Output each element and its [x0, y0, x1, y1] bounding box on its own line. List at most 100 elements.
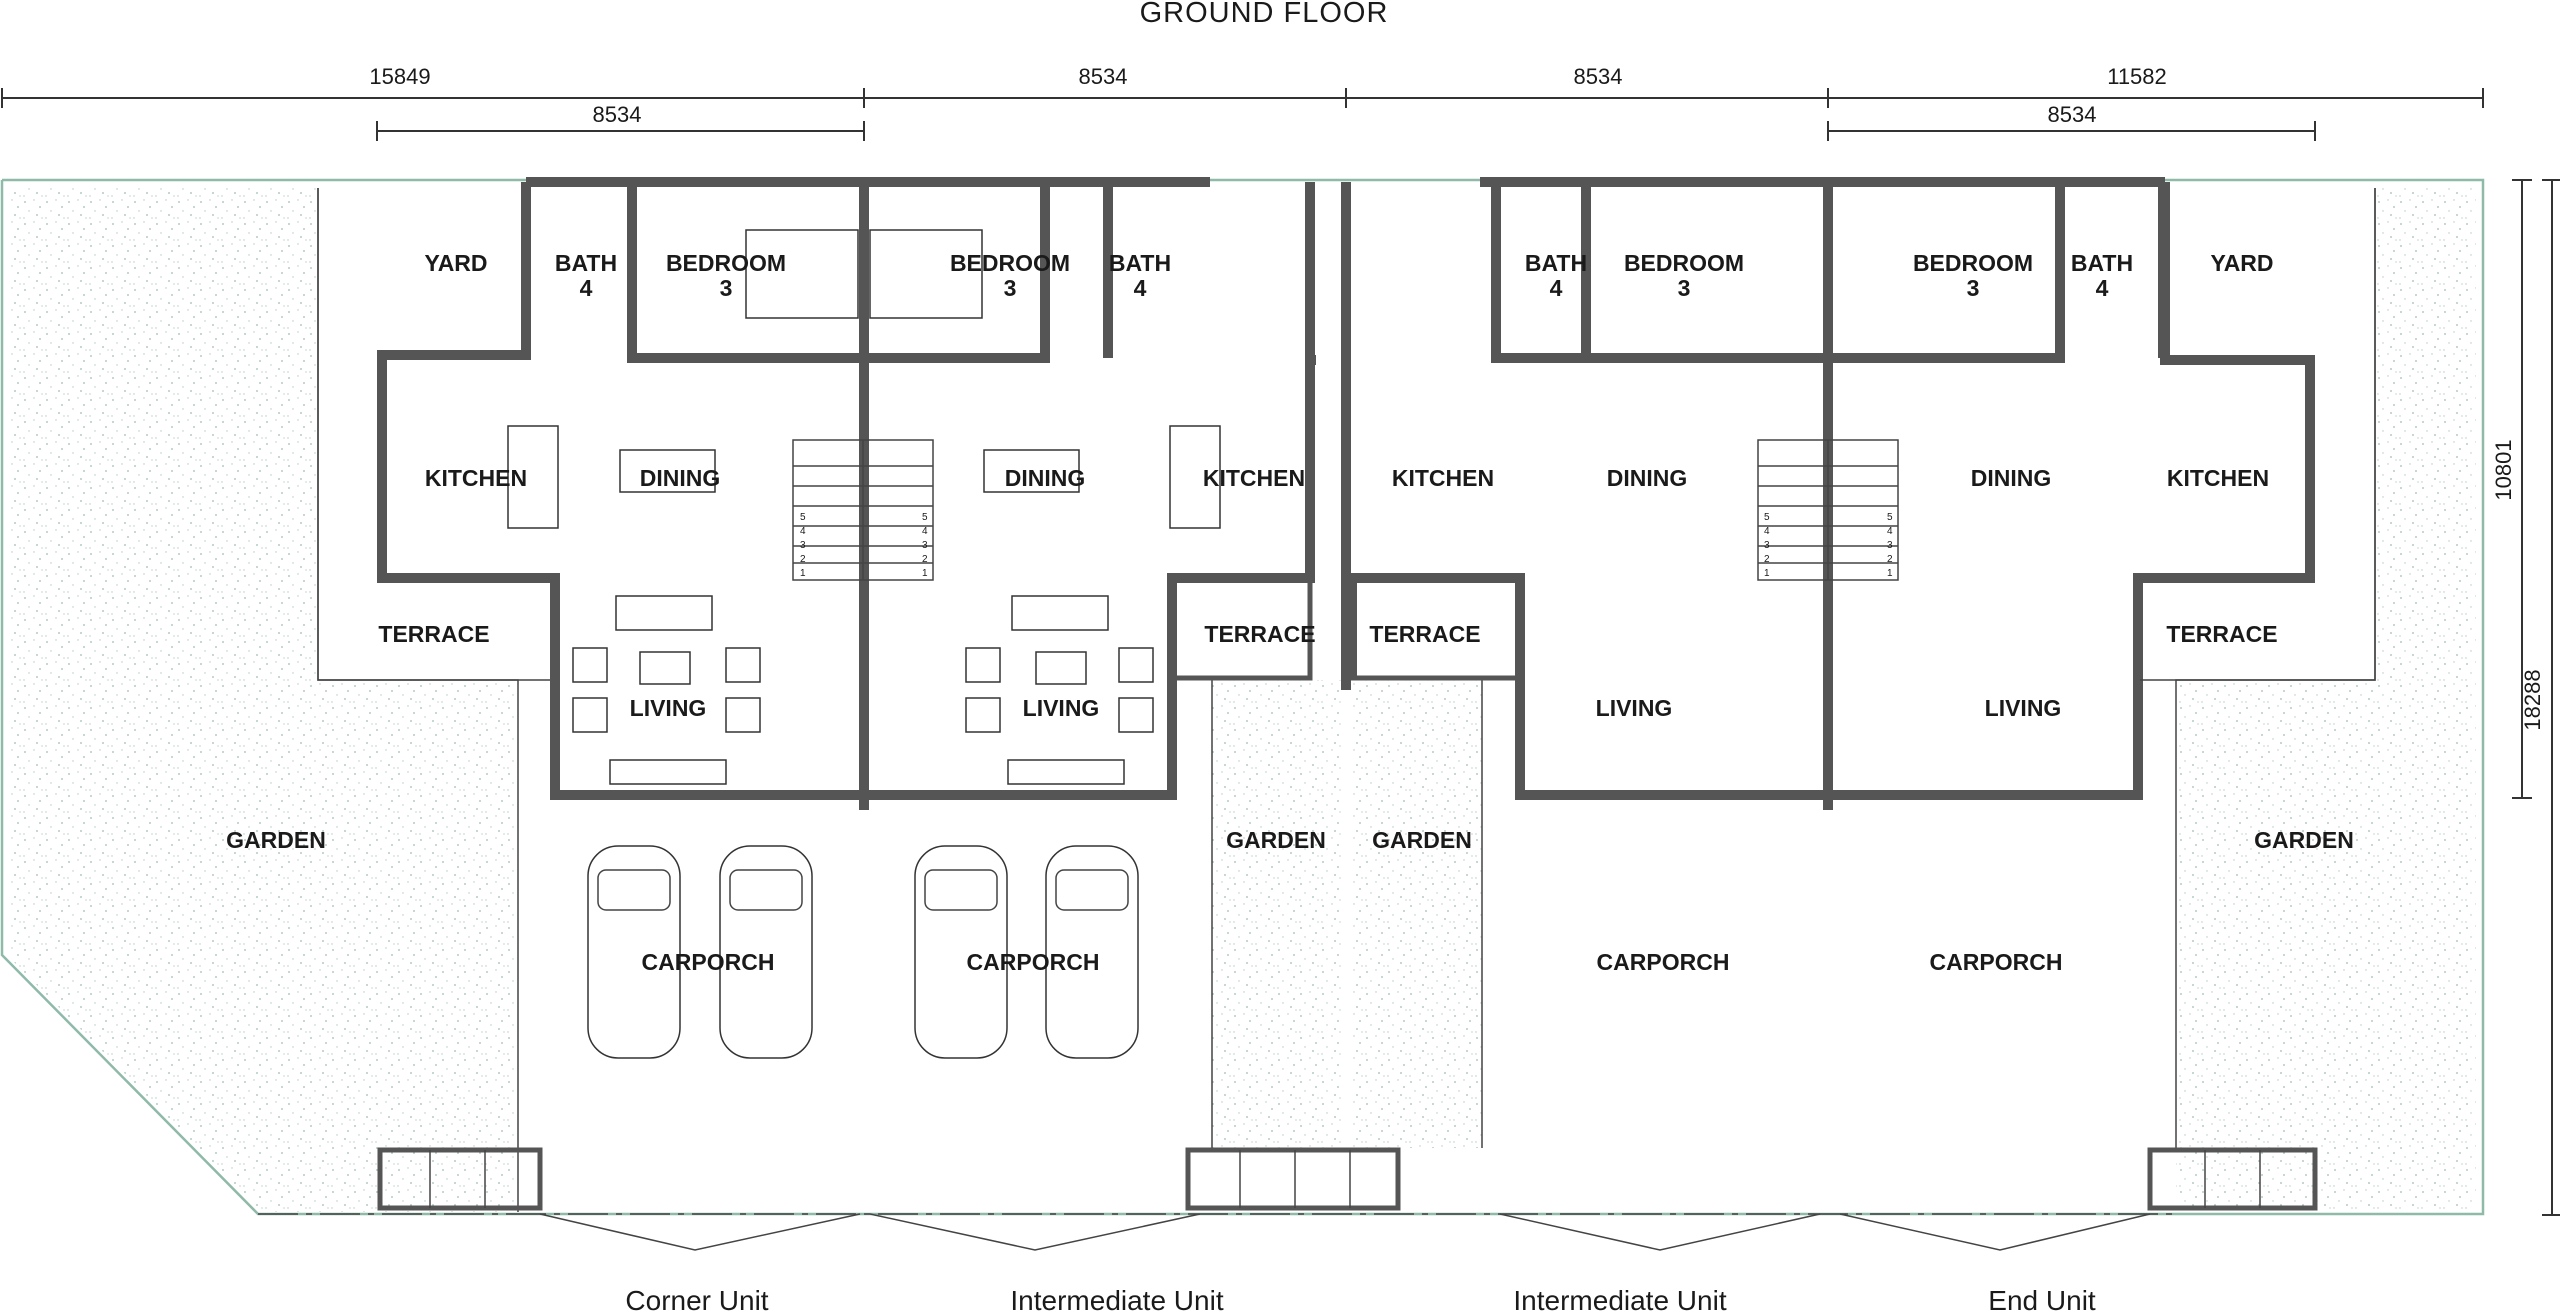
step-number: 3 [922, 540, 928, 551]
room-label-bath: BATH [1109, 250, 1171, 276]
room-label-garden: GARDEN [2254, 827, 2354, 853]
room-label-bedroom: BEDROOM [1913, 250, 2033, 276]
step-number: 2 [922, 554, 928, 565]
coffee-table [639, 651, 691, 685]
furniture [507, 229, 1221, 785]
step-number: 2 [1887, 554, 1893, 565]
room-label-bath: BATH [555, 250, 617, 276]
room-label-bedroom-number: 3 [720, 275, 733, 301]
sofa [1011, 595, 1109, 631]
room-label-living: LIVING [1023, 695, 1100, 721]
corner-yard-outline [317, 188, 550, 681]
room-label-terrace: TERRACE [378, 621, 489, 647]
armchair [965, 697, 1001, 733]
step-number: 4 [922, 526, 928, 537]
dimension-intermediate-1-width: 8534 [1079, 64, 1128, 89]
top-dimension-line [1, 88, 2484, 108]
room-label-bedroom-number: 3 [1967, 275, 1980, 301]
bed [745, 229, 859, 319]
room-label-dining: DINING [1005, 465, 1086, 491]
kitchen-island [1169, 425, 1221, 529]
step-number: 1 [1764, 568, 1770, 579]
room-label-terrace: TERRACE [2166, 621, 2277, 647]
armchair [572, 647, 608, 683]
unit-label-corner: Corner Unit [625, 1285, 768, 1313]
room-label-bath-number: 4 [1134, 275, 1147, 301]
step-number: 2 [800, 554, 806, 565]
room-label-dining: DINING [640, 465, 721, 491]
room-label-kitchen: KITCHEN [2167, 465, 2269, 491]
dimension-end-house-width: 8534 [2048, 102, 2097, 127]
room-label-kitchen: KITCHEN [425, 465, 527, 491]
car [719, 845, 813, 1059]
dimension-end-width: 11582 [2107, 64, 2167, 89]
unit-label-intermediate-1: Intermediate Unit [1010, 1285, 1223, 1313]
dining-table [619, 449, 716, 493]
room-label-carporch: CARPORCH [1597, 949, 1730, 975]
room-label-living: LIVING [630, 695, 707, 721]
second-dimension-line [376, 121, 2316, 141]
garden-area-end [2176, 188, 2476, 1210]
sofa [615, 595, 713, 631]
tv-console [609, 759, 727, 785]
staircase-2 [1757, 439, 1899, 581]
room-label-yard: YARD [2210, 250, 2273, 276]
step-number: 5 [1887, 512, 1893, 523]
room-label-bath: BATH [1525, 250, 1587, 276]
step-number: 4 [800, 526, 806, 537]
room-label-carporch: CARPORCH [1930, 949, 2063, 975]
step-number: 3 [1887, 540, 1893, 551]
stair-step-numbers-1: 5 4 3 2 1 5 4 3 2 1 [800, 512, 928, 579]
dimension-corner-width: 15849 [369, 64, 430, 89]
room-label-dining: DINING [1607, 465, 1688, 491]
armchair [1118, 697, 1154, 733]
room-label-dining: DINING [1971, 465, 2052, 491]
armchair [965, 647, 1001, 683]
step-number: 4 [1887, 526, 1893, 537]
dimension-intermediate-2-width: 8534 [1574, 64, 1623, 89]
room-label-bedroom-number: 3 [1004, 275, 1017, 301]
right-dimension-line [2512, 179, 2560, 1216]
room-label-living: LIVING [1596, 695, 1673, 721]
step-number: 5 [922, 512, 928, 523]
room-label-garden: GARDEN [226, 827, 326, 853]
car [914, 845, 1008, 1059]
room-label-bedroom: BEDROOM [1624, 250, 1744, 276]
bed [869, 229, 983, 319]
garden-area-intermediate-2 [1350, 680, 1482, 1148]
dimension-corner-house-width: 8534 [593, 102, 642, 127]
room-label-living: LIVING [1985, 695, 2062, 721]
room-label-carporch: CARPORCH [642, 949, 775, 975]
building-walls [377, 177, 2315, 810]
step-number: 1 [800, 568, 806, 579]
room-label-bath-number: 4 [2096, 275, 2109, 301]
dimension-lot-depth: 18288 [2520, 669, 2545, 730]
dining-table [983, 449, 1080, 493]
kitchen-island [507, 425, 559, 529]
room-label-kitchen: KITCHEN [1392, 465, 1494, 491]
end-yard-outline [2140, 188, 2376, 681]
car [1045, 845, 1139, 1059]
stair-step-numbers-2: 5 4 3 2 1 5 4 3 2 1 [1764, 512, 1893, 579]
plan-title: GROUND FLOOR [1140, 0, 1389, 29]
room-label-bath: BATH [2071, 250, 2133, 276]
room-label-garden: GARDEN [1226, 827, 1326, 853]
garden-area-corner [10, 188, 518, 1212]
step-number: 2 [1764, 554, 1770, 565]
room-label-bath-number: 4 [1550, 275, 1563, 301]
coffee-table [1035, 651, 1087, 685]
tv-console [1007, 759, 1125, 785]
unit-label-intermediate-2: Intermediate Unit [1513, 1285, 1726, 1313]
step-number: 4 [1764, 526, 1770, 537]
cars [587, 845, 1139, 1059]
dimension-house-depth: 10801 [2491, 439, 2516, 500]
room-label-garden: GARDEN [1372, 827, 1472, 853]
step-number: 1 [922, 568, 928, 579]
unit-label-end: End Unit [1988, 1285, 2096, 1313]
armchair [1118, 647, 1154, 683]
room-label-kitchen: KITCHEN [1203, 465, 1305, 491]
room-label-terrace: TERRACE [1204, 621, 1315, 647]
step-number: 3 [800, 540, 806, 551]
garden-area-intermediate-1 [1212, 680, 1342, 1148]
